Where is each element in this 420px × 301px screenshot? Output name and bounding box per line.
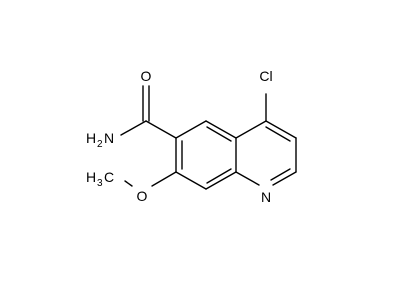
methyl-c-label: C — [104, 169, 114, 185]
amine-nh2-label: H 2 N — [86, 130, 114, 150]
bond-c8-c8a-inner — [206, 168, 232, 184]
amine-h-label: H — [86, 130, 96, 146]
bond-c4-c3 — [265, 120, 297, 139]
bond-camide-n — [120, 120, 147, 136]
oxygen-carbonyl-label: O — [141, 68, 152, 84]
bond-c4a-c5 — [205, 120, 237, 139]
bond-c5-c6 — [175, 120, 207, 139]
bond-c2-n1-inner — [270, 168, 291, 181]
bond-c4-c3-inner — [265, 126, 291, 142]
bond-ometh-ch3 — [124, 180, 133, 187]
methyl-h-label: H — [86, 169, 96, 185]
ring-nitrogen-label: N — [261, 189, 271, 205]
methoxy-oxygen-label: O — [137, 188, 148, 204]
bond-c4a-c5-inner — [206, 126, 232, 142]
bond-c7-ometh — [151, 171, 177, 187]
amine-n-label: N — [104, 130, 114, 146]
bond-c2-n1 — [272, 171, 297, 186]
bonds — [120, 85, 297, 190]
bond-c8-c8a — [205, 171, 237, 190]
methyl-subscript-label: 3 — [97, 178, 103, 189]
methyl-ch3-label: H 3 C — [86, 169, 114, 189]
bond-c7-c8 — [175, 171, 207, 190]
bond-c4a-c4 — [235, 120, 267, 139]
bond-n1-c8a — [235, 171, 260, 186]
bond-c6-camide — [145, 120, 177, 139]
atom-labels: O Cl H 2 N H 3 C O N — [86, 68, 273, 205]
amine-subscript-label: 2 — [97, 139, 103, 150]
chlorine-label: Cl — [259, 68, 272, 84]
